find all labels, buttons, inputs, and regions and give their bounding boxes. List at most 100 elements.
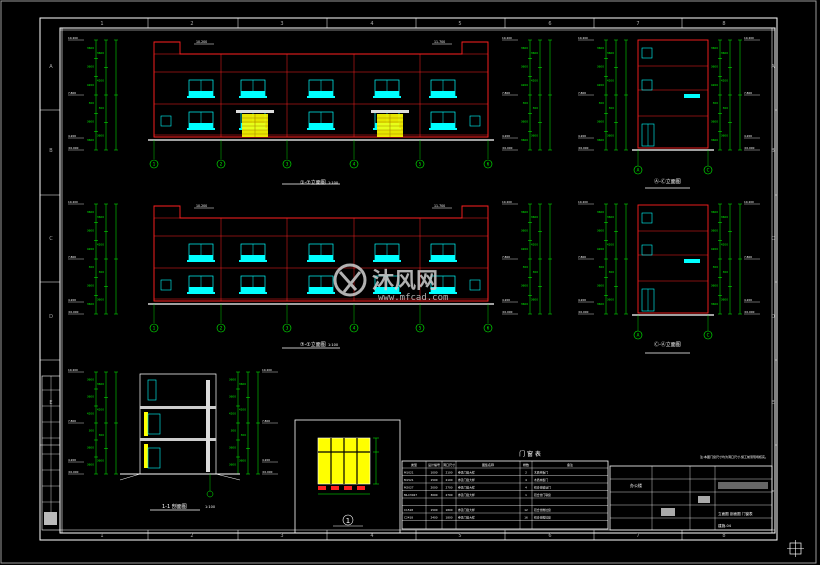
dim-section-left-level-value: 10.200 [68,368,78,372]
dim-left-top-level-value: 4.200 [68,134,76,138]
elev-front-axis-bubble [349,159,359,169]
elevation-front-scale: 1:100 [328,181,338,185]
side-top-axis-label: A [637,168,640,173]
section-1-1[interactable]: 1-1 剖面图 1:100 [119,373,241,511]
dim-mid-middle-level-value: 7.800 [502,255,510,259]
section-window-cut [144,444,148,468]
dim-left-middle-value: 3600 [87,210,94,214]
dim-left-top-value: 3600 [87,138,94,142]
dimension-chains: 3600360042003003600360036004200300360010… [68,36,760,475]
elev-rear-axis-bubble [483,323,493,333]
dim-side-top-left-value: 3600 [597,65,604,69]
watermark: 沐风网 www.mfcad.com [333,263,448,303]
elevation-rear-scale: 1:100 [328,343,338,347]
dim-side-bottom-right-value: 3600 [721,297,728,301]
dim-left-top-value: 4200 [97,78,104,82]
dim-left-middle-value: 4200 [87,247,94,251]
elev-front-axis-label: 2 [220,162,223,167]
title-block[interactable]: 办公楼 立面图 剖面图 门窗表 建施-04 [609,465,773,531]
elev-front-axis-bubble [483,159,493,169]
schedule-title: 门 窗 表 [519,450,541,458]
grid-col-4-bottom: 4 [370,533,373,539]
side-bottom-window [641,244,653,256]
dim-left-top-value: 4200 [87,83,94,87]
grid-col-6-bottom: 6 [548,533,551,539]
dim-side-top-right-value: 300 [723,106,729,110]
grid-col-1: 1 [100,21,103,27]
dim-section-right-value: 4200 [229,412,236,416]
elev-rear-level-tag: 10.200 [196,204,207,208]
grid-col-8-bottom: 8 [722,533,725,539]
grid-row-f-right: F [772,490,775,496]
schedule-cell-type: C1518 [404,508,413,512]
dim-mid-middle-value: 4200 [521,247,528,251]
schedule-cell-width: 1000 [430,471,437,475]
dim-left-middle-value: 3600 [87,284,94,288]
side-top-window [641,47,653,59]
grid-col-7: 7 [636,21,639,27]
schedule-cell-height: 1800 [445,508,452,512]
schedule-cell-width: 1500 [430,478,437,482]
dim-section-left-value: 300 [99,433,105,437]
elev-front-canopy [371,110,409,113]
section-window [147,447,161,469]
dim-left-middle-level-value: 4.200 [68,298,76,302]
side-top-sill [684,94,700,98]
door-detail[interactable]: 1 [294,419,401,534]
side-bottom-sill [684,259,700,263]
ucs-icon[interactable] [787,540,804,557]
schedule-cell-count: 2 [525,471,527,475]
elev-rear-window-sill [189,255,213,260]
schedule-cell-atlas: 参见门窗大样 [458,478,475,482]
elev-rear-axis-label: 1 [153,326,156,331]
elev-front-axis-bubble [282,159,292,169]
dim-mid-middle-value: 300 [533,270,539,274]
section-title: 1-1 剖面图 [162,503,187,510]
dim-section-right-value: 3600 [239,382,246,386]
schedule-cell-remark: 铝合金推拉窗 [534,516,551,520]
dim-section-left-value: 4200 [87,412,94,416]
elev-rear-window-sill [309,287,333,292]
schedule-cell-count: 4 [525,478,527,482]
grid-col-1-bottom: 1 [100,533,103,539]
elev-front-window-sill [189,91,213,96]
elev-front-window-sill [189,123,213,128]
elev-front-window-sill [375,91,399,96]
dim-side-top-right-value: 3600 [711,46,718,50]
dim-mid-top-value: 3600 [521,46,528,50]
grid-col-8: 8 [722,21,725,27]
dim-section-left-level-value: 4.200 [68,458,76,462]
dim-mid-top-level-value: 10.200 [502,36,512,40]
title-block-drawing-no: 建施-04 [718,523,732,528]
dim-left-top-level-value: 10.200 [68,36,78,40]
dim-mid-middle-value: 300 [523,265,529,269]
elev-rear-axis-label: 5 [419,326,422,331]
side-top-window [641,79,653,91]
dim-section-left-value: 3600 [97,382,104,386]
dim-mid-top-level-value: ±0.000 [502,146,513,150]
schedule-cell-remark: 铝合金玻璃门 [534,486,551,490]
elev-rear-outline [153,205,489,302]
schedule-cell-type: C2418 [404,516,413,520]
elev-front-level-tag: 11.700 [434,40,445,44]
grid-col-2-bottom: 2 [190,533,193,539]
schedule-header-cell: 设计编号 [428,462,440,467]
elev-front-axis-label: 1 [153,162,156,167]
section-outline [139,373,217,475]
grid-col-3-bottom: 3 [280,533,283,539]
watermark-brand: 沐风网 [372,269,438,294]
dim-section-right-level-value: 7.800 [262,419,270,423]
dim-side-bottom-left-level-value: ±0.000 [578,310,589,314]
elev-front-axis-label: 4 [353,162,356,167]
dim-section-left-value: 3600 [87,378,94,382]
side-bottom-window [641,212,653,224]
elev-rear-axis-bubble [282,323,292,333]
elev-front-small-window [469,115,481,127]
elev-rear-axis-bubble [349,323,359,333]
